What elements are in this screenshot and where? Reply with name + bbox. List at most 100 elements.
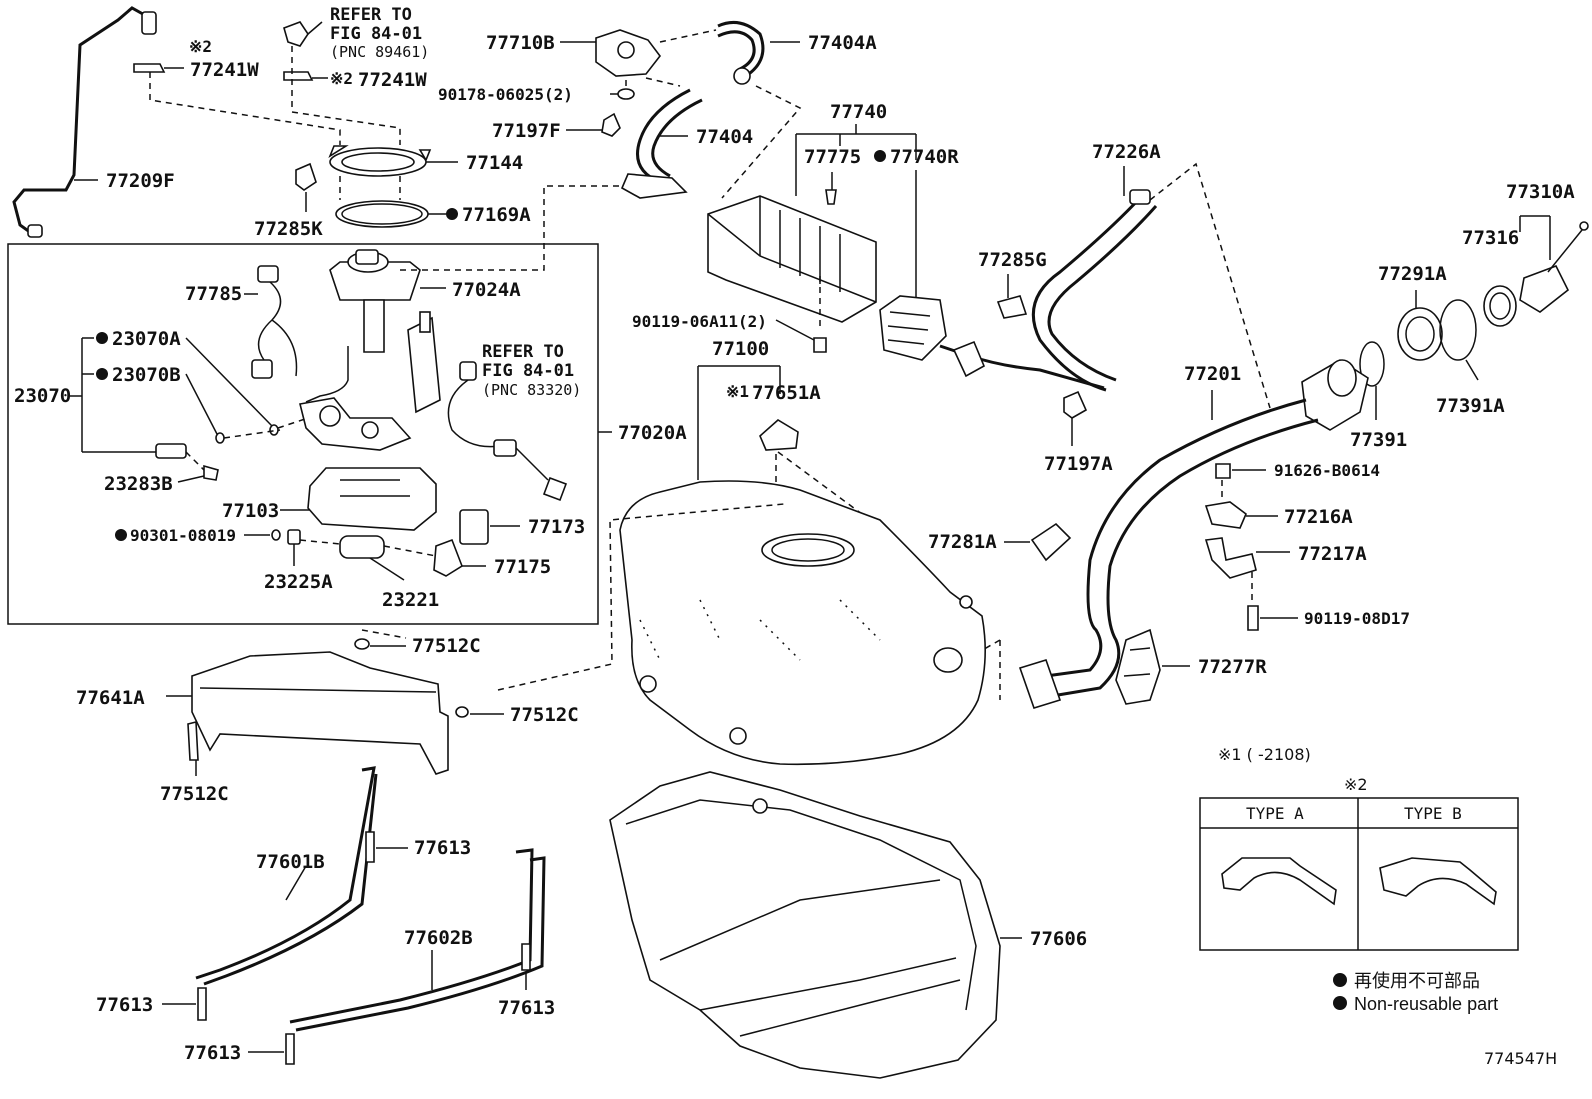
non-reusable-dot [874,150,886,162]
note2-b: ※2 [330,69,353,88]
label-77217A: 77217A [1298,543,1367,565]
filter-23070 [155,443,187,459]
grommet-90178 [617,88,635,100]
label-77316: 77316 [1462,227,1519,249]
fuel-cap-77310A [1483,221,1589,327]
label-77512C-a: 77512C [412,635,481,657]
ref-a-line3: (PNC 89461) [330,43,429,61]
inlet-ring-77291A [1397,290,1443,361]
label-77391A: 77391A [1436,395,1505,417]
clip-77512C-a [354,638,370,650]
ref-b-line2: FIG 84-01 [482,361,574,381]
label-77024A: 77024A [452,279,521,301]
legend-dot-en [1333,996,1347,1010]
connector-89461 [283,21,323,47]
o-ring-23070B [215,432,225,444]
protector-77281A [1004,522,1072,562]
fuel-tank-77100 [619,480,986,766]
type-table-marker: ※2 [1344,775,1368,794]
bolt-77613-a [365,831,408,863]
retainer-ring-77144 [328,145,458,177]
o-ring-90301 [271,529,281,541]
label-77391: 77391 [1350,429,1407,451]
label-90119-08D17: 90119-08D17 [1304,609,1410,628]
type-b-header: TYPE B [1404,804,1462,823]
hose-77226A [1031,162,1271,409]
label-77710B: 77710B [486,32,555,54]
label-23225A: 23225A [264,571,333,593]
label-23070A: 23070A [112,328,181,350]
legend-en: Non-reusable part [1354,994,1498,1014]
clip-77512C-b [455,706,469,718]
note2-a: ※2 [189,37,212,56]
bracket-77175 [433,538,463,577]
pump-motor-23221 [339,535,385,559]
clip-23283B [203,464,219,481]
label-77641A: 77641A [76,687,145,709]
harness-83320 [447,361,568,502]
label-77281A: 77281A [928,531,997,553]
ref-a-line1: REFER TO [330,5,412,25]
clamp-77285G [996,274,1028,319]
bolt-91626 [1215,463,1266,500]
cover-77651A [759,419,799,451]
bolt-77613-b [162,987,207,1021]
label-77226A: 77226A [1092,141,1161,163]
label-77144: 77144 [466,152,523,174]
label-77404: 77404 [696,126,753,148]
ref-b-line3: (PNC 83320) [482,381,581,399]
valve-77775 [825,189,837,205]
gasket-77391A [1439,299,1479,381]
label-23283B: 23283B [104,473,173,495]
canister-77740 [707,195,947,361]
label-77651A: 77651A [752,382,821,404]
label-91626-B0614: 91626-B0614 [1274,461,1380,480]
protector-77641A [166,651,449,775]
clip-77512C-c [187,720,199,761]
label-77613-d: 77613 [184,1042,241,1064]
type-table [1199,797,1519,951]
label-77613-b: 77613 [96,994,153,1016]
bolt-77613-d [248,1033,295,1065]
pump-assembly-frame [7,243,599,625]
clip-77241W-a [133,63,184,73]
label-77606: 77606 [1030,928,1087,950]
bolt-90119-06A11 [813,337,827,353]
label-77740R: 77740R [890,146,959,168]
bracket-77103 [280,467,437,531]
non-reusable-dot [115,529,127,541]
level-sender [407,311,441,414]
label-77775: 77775 [804,146,861,168]
label-23221: 23221 [382,589,439,611]
bolt-90119-08D17 [1247,605,1298,631]
non-reusable-dot [446,208,458,220]
connector-77173 [459,509,520,545]
label-77512C-c: 77512C [160,783,229,805]
legend-jp: 再使用不可部品 [1354,971,1480,991]
label-77404A: 77404A [808,32,877,54]
label-77613-a: 77613 [414,837,471,859]
bracket-77216A [1204,501,1278,529]
label-23070B: 23070B [112,364,181,386]
label-77601B: 77601B [256,851,325,873]
label-77241W-a: 77241W [190,59,259,81]
vent-tube-77209F [12,6,157,238]
protector-tray-77606 [609,771,1022,1079]
label-77020A: 77020A [618,422,687,444]
label-90301-08019: 90301-08019 [130,526,236,545]
band-77601B [195,766,378,986]
label-77613-c: 77613 [498,997,555,1019]
label-77241W-b: 77241W [358,69,427,91]
label-77201: 77201 [1184,363,1241,385]
non-reusable-dot [96,332,108,344]
bracket-77285K [295,162,317,212]
gasket-77169A [335,200,458,228]
label-77173: 77173 [528,516,585,538]
label-77740: 77740 [830,101,887,123]
label-23070: 23070 [14,385,71,407]
clip-77197F [566,112,621,137]
label-77197A: 77197A [1044,453,1113,475]
pump-module-77024A [329,249,446,353]
label-77277R: 77277R [1198,656,1267,678]
hose-77404A [717,20,800,85]
